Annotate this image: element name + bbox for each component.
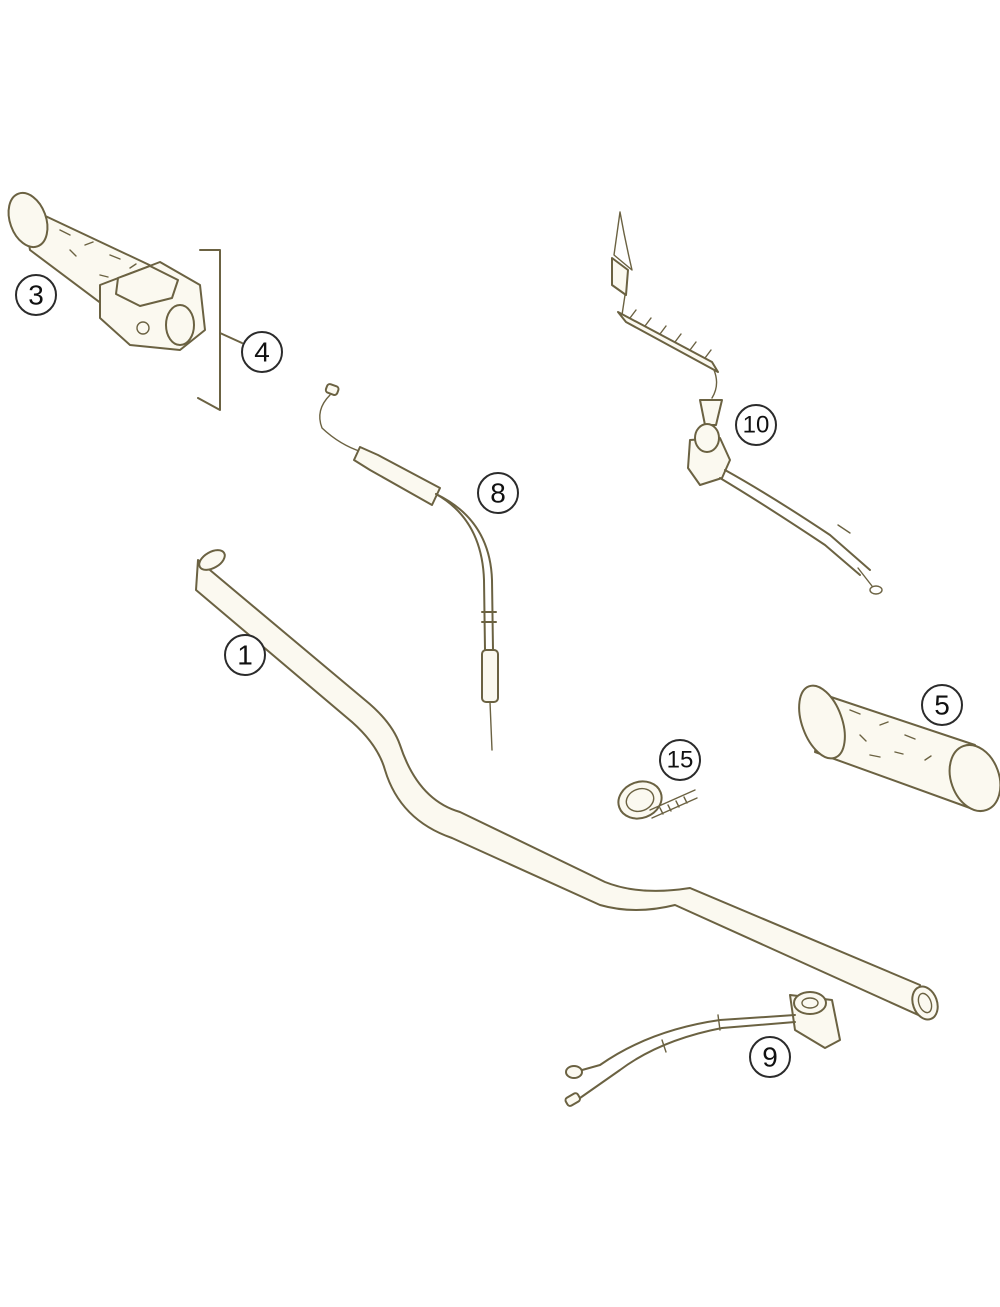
callout-9: 9 — [749, 1036, 791, 1078]
callout-label: 15 — [667, 747, 694, 774]
throttle-cable-part — [319, 383, 499, 751]
callout-label: 8 — [490, 478, 506, 509]
callout-3: 3 — [15, 274, 57, 316]
callout-4: 4 — [241, 331, 283, 373]
callout-5: 5 — [921, 684, 963, 726]
callout-label: 5 — [934, 690, 950, 721]
callout-label: 9 — [762, 1042, 778, 1073]
callout-label: 10 — [743, 412, 770, 439]
callout-label: 4 — [254, 337, 270, 368]
handlebar-part — [195, 549, 939, 1021]
callout-15: 15 — [659, 739, 701, 781]
left-grip-part — [798, 684, 1000, 812]
assembly-bracket — [197, 249, 243, 411]
callout-label: 3 — [28, 280, 44, 311]
callout-label: 1 — [237, 640, 253, 671]
kill-switch-part — [564, 991, 841, 1107]
cable-tie-part — [617, 780, 698, 820]
callout-8: 8 — [477, 472, 519, 514]
emergency-stop-switch-part — [611, 211, 883, 595]
throttle-grip-part — [7, 191, 206, 351]
callout-10: 10 — [735, 404, 777, 446]
callout-1: 1 — [224, 634, 266, 676]
